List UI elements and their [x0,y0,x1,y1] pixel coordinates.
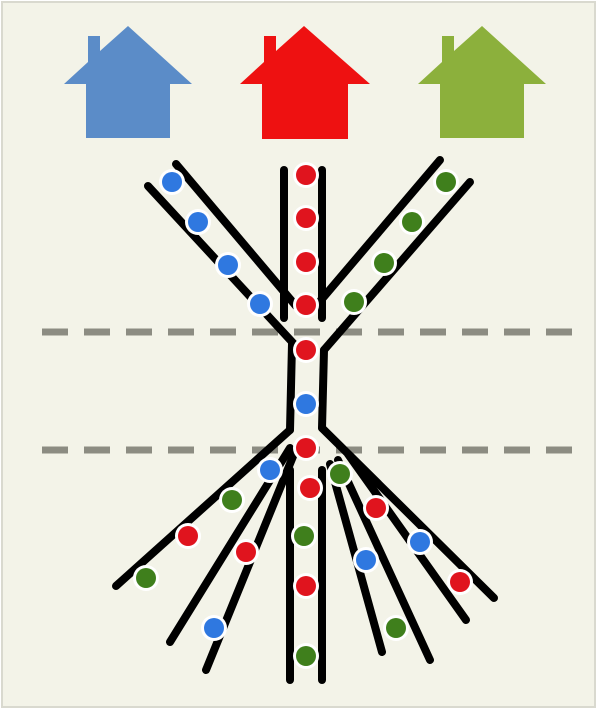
upper-left-lane-ball-blue-dot [162,172,182,192]
lower-fan-lanes-ball-red-dot [300,478,320,498]
lower-fan-lanes-ball-red-dot [178,526,198,546]
upper-right-lane-ball-green [399,209,425,235]
lower-fan-lanes-ball-green [293,643,319,669]
upper-left-lane-ball-blue [247,291,273,317]
green-house-icon [418,26,546,138]
lower-fan-lanes-ball-red [293,573,319,599]
upper-left-lane-ball-blue [159,169,185,195]
upper-center-lane-ball-red [293,162,319,188]
upper-center-lane-ball-red-dot [296,252,316,272]
blue-house-icon [64,26,192,138]
lower-fan-lanes-ball-blue-dot [410,532,430,552]
bottleneck-lane-ball-blue [293,391,319,417]
lower-fan-lanes-ball-green [291,523,317,549]
lower-fan-lanes-ball-red [175,523,201,549]
upper-right-lane-ball-green-dot [344,292,364,312]
lower-fan-lanes-ball-red [297,475,323,501]
upper-right-lane-ball-green [371,250,397,276]
upper-left-lane-ball-blue-dot [250,294,270,314]
lower-fan-lanes-ball-red [447,569,473,595]
upper-left-lane-ball-blue [215,252,241,278]
lower-fan-lanes-ball-blue [353,547,379,573]
upper-center-lane-ball-red [293,249,319,275]
fan-wall-7 [334,456,434,664]
lower-fan-lanes-ball-red [233,539,259,565]
lower-fan-lanes-ball-blue [201,615,227,641]
red-house-icon [240,26,370,139]
upper-left-lane-ball-blue-dot [188,212,208,232]
lower-fan-lanes-ball-green [327,461,353,487]
lower-fan-lanes-ball-green [133,565,159,591]
lower-fan-lanes-ball-green-dot [222,490,242,510]
upper-right-lane-ball-green-dot [402,212,422,232]
lower-fan-lanes-ball-blue-dot [356,550,376,570]
upper-right-lane-ball-green [433,169,459,195]
lower-fan-lanes-ball-red-dot [450,572,470,592]
lower-fan-lanes-ball-blue [257,457,283,483]
lower-fan-lanes-ball-green [219,487,245,513]
lower-fan-lanes-ball-green-dot [386,618,406,638]
upper-right-lane-ball-green [341,289,367,315]
upper-left-lane-ball-blue-dot [218,255,238,275]
upper-left-lane-ball-blue [185,209,211,235]
bottleneck-wall-left [286,340,296,434]
upper-center-lane-ball-red-dot [296,208,316,228]
bottleneck-lane-ball-red [293,337,319,363]
upper-right-lane-ball-green-dot [436,172,456,192]
lower-fan-lanes-ball-blue [407,529,433,555]
fan-wall-9 [318,424,498,602]
lower-fan-lanes-ball-red-dot [366,498,386,518]
lower-fan-lanes-ball-green-dot [136,568,156,588]
lower-fan-lanes-ball-green-dot [296,646,316,666]
fan-wall-8 [344,450,470,624]
lower-fan-lanes-ball-red [363,495,389,521]
upper-right-lane-wall-inner [312,156,444,310]
upper-center-lane-ball-red-dot [296,165,316,185]
upper-right-lane-wall-outer [320,178,474,354]
upper-right-lane-ball-green-dot [374,253,394,273]
lower-fan-lanes-ball-green [383,615,409,641]
upper-center-lane-ball-red-dot [296,295,316,315]
ball-group [133,162,473,669]
lower-fan-lanes-ball-red-dot [236,542,256,562]
lower-fan-lanes-ball-red [293,435,319,461]
lower-fan-lanes-ball-blue-dot [204,618,224,638]
bottleneck-wall-right [318,346,328,432]
upper-center-lane-ball-red [293,292,319,318]
lower-fan-lanes-ball-red-dot [296,438,316,458]
fan-wall-1 [112,426,294,590]
lower-fan-lanes-ball-green-dot [294,526,314,546]
bottleneck-lane-ball-blue-dot [296,394,316,414]
lower-fan-lanes-ball-blue-dot [260,460,280,480]
bottleneck-lane-ball-red-dot [296,340,316,360]
upper-center-lane-ball-red [293,205,319,231]
upper-left-lane-wall-inner [172,160,300,310]
lower-fan-lanes-ball-red-dot [296,576,316,596]
lower-fan-lanes-ball-green-dot [330,464,350,484]
